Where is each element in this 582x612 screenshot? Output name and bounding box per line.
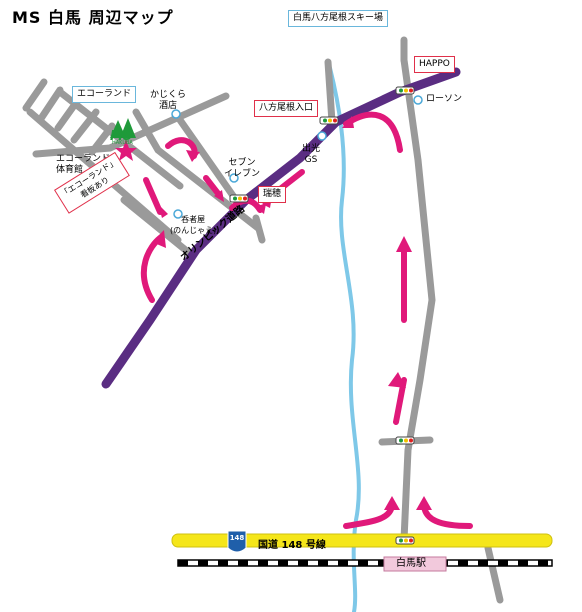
olympic-road [101,67,461,389]
arrow-heads [152,116,432,510]
ms-logo-icon [110,118,136,138]
ecoland-gym-label: エコーランド 体育館 [56,154,110,176]
happo-entrance-label: 八方尾根入口 [254,100,319,117]
kajikura-label: かじくら 酒店 [150,90,186,112]
ecoland-gym-label-line1: エコーランド [56,154,111,164]
route-148-road [171,533,553,548]
route-148-shield-icon [227,530,247,553]
seven-eleven-label-line2: イレブン [224,169,261,179]
kajikura-label-line1: かじくら [150,90,187,100]
lawson-label: ローソン [426,94,463,104]
ecoland-gym-label-line2: 体育館 [56,165,84,175]
railway [177,559,553,567]
ski-area-label: 白馬八方尾根スキー場 [288,10,389,27]
nonbei-label: 呑者屋 (のんじゃえ) [170,214,216,236]
happo-label: HAPPO [414,56,455,73]
idemitsu-label: 出光 GS [302,144,320,166]
page-title: MS 白馬 周辺マップ [12,8,174,27]
kajikura-label-line2: 酒店 [159,101,178,111]
nonbei-label-line2: (のんじゃえ) [170,226,217,235]
route-148-label: 国道 148 号線 [258,540,326,551]
mizuho-label: 瑞穂 [258,186,287,203]
river [328,66,361,612]
seven-eleven-label-line1: セブン [228,158,256,168]
station-building [383,556,447,572]
hakuba-station-label: 白馬駅 [396,558,426,569]
nonbei-label-line1: 呑者屋 [181,215,206,224]
ms-logo-subtext: HAKUBA [112,140,133,146]
ms-logo-text: MS [110,129,133,144]
route-148-shield-text: 148 [229,534,245,542]
idemitsu-label-line2: GS [304,155,318,165]
traffic-lights [229,86,415,545]
idemitsu-label-line1: 出光 [302,144,321,154]
ecoland-star-icon [115,140,137,161]
seven-eleven-label: セブン イレブン [224,158,260,180]
ecoland-label: エコーランド [72,86,137,103]
